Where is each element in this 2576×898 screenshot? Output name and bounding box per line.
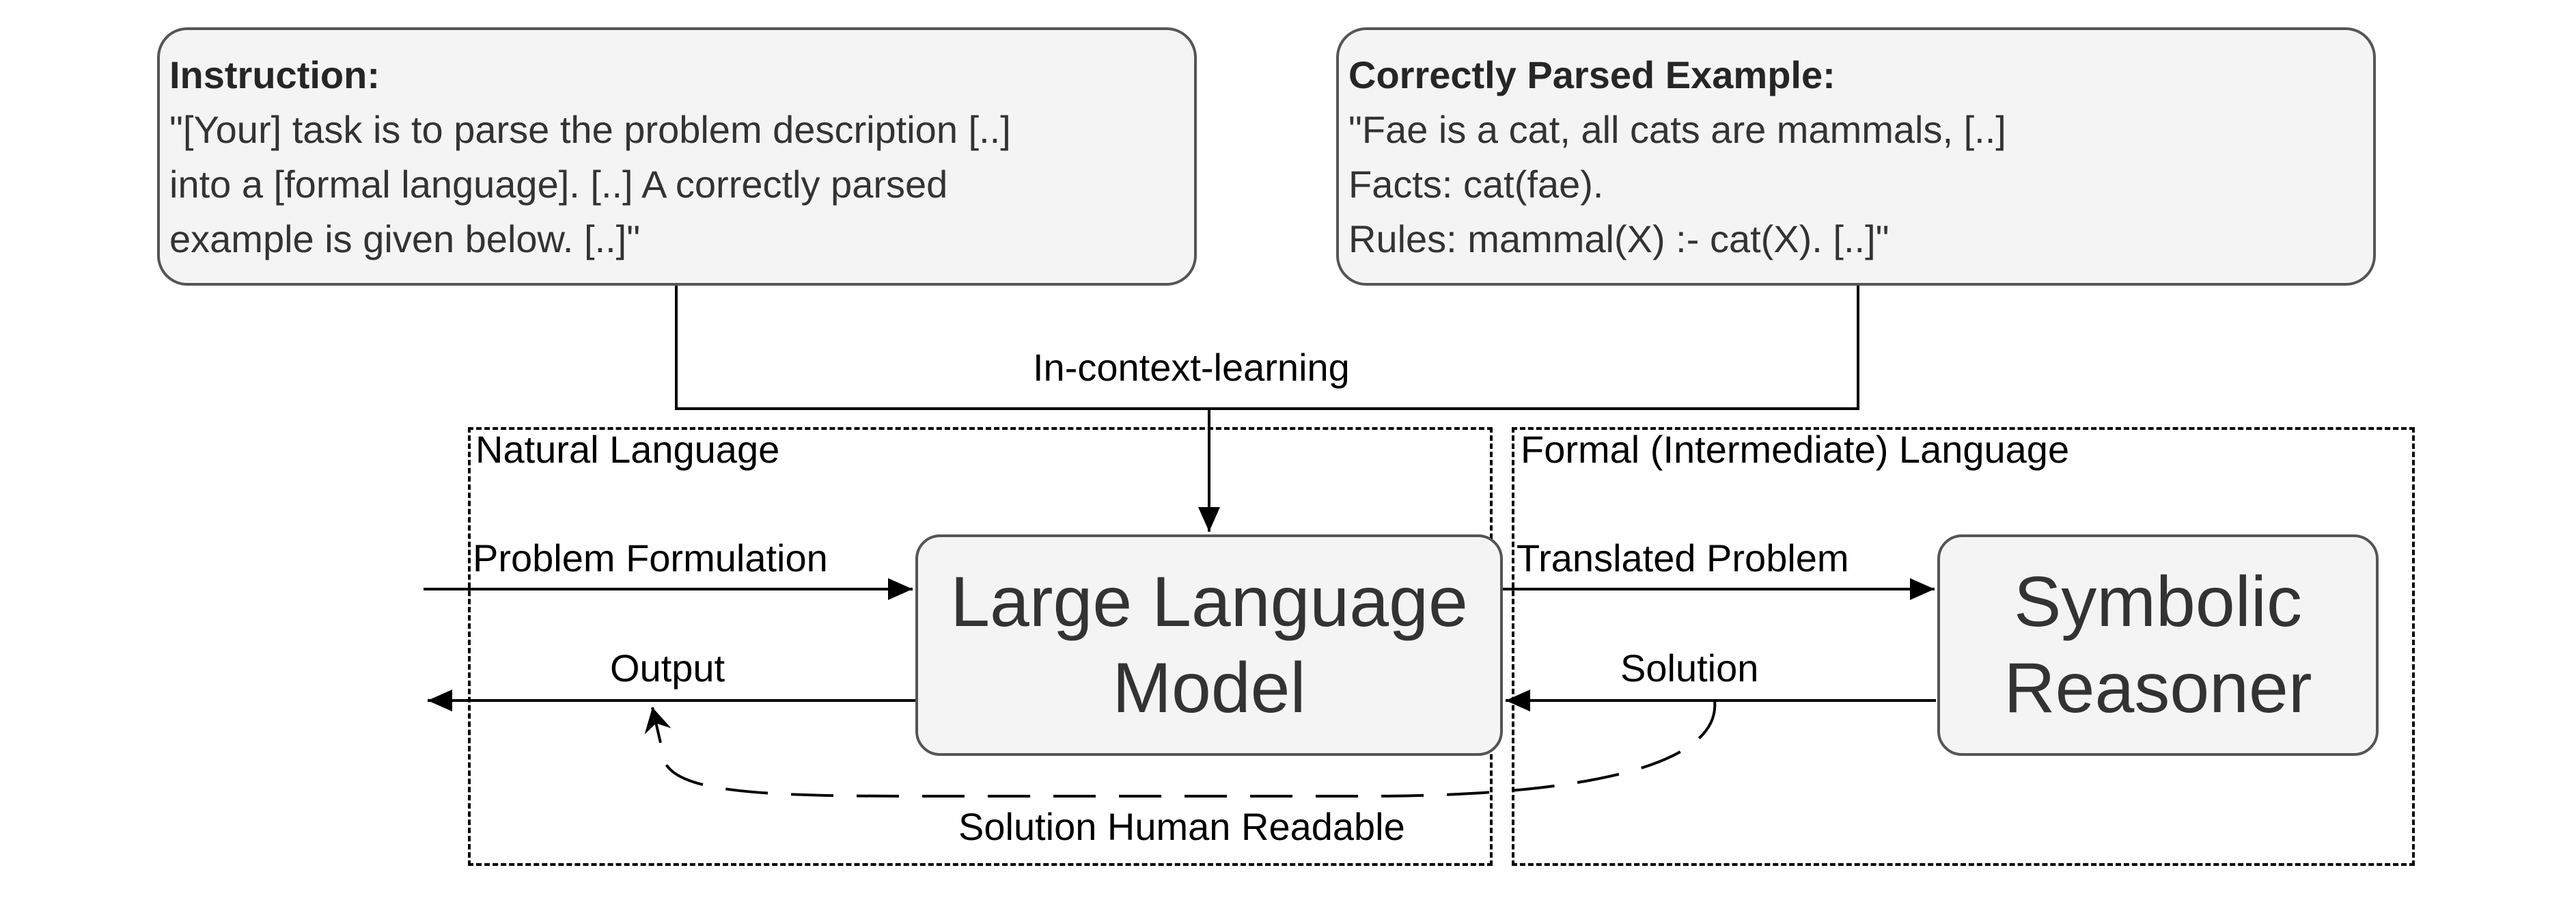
human-readable-label: Solution Human Readable [958,805,1405,848]
instruction-line-3: example is given below. [..]" [169,217,641,260]
example-line-3: Rules: mammal(X) :- cat(X). [..]" [1348,217,1889,260]
in-context-label: In-context-learning [1033,346,1350,389]
instruction-heading: Instruction: [169,53,380,96]
example-heading: Correctly Parsed Example: [1348,53,1836,96]
reasoner-label-line-1: Symbolic [2014,562,2302,642]
solution-label: Solution [1620,647,1759,690]
instruction-line-2: into a [formal language]. [..] A correct… [169,163,948,206]
example-box: Correctly Parsed Example: "Fae is a cat,… [1336,27,2376,286]
example-line-2: Facts: cat(fae). [1348,163,1604,206]
in-context-connector [675,286,1859,410]
formal-language-label: Formal (Intermediate) Language [1521,428,2070,471]
reasoner-label-line-2: Reasoner [2004,649,2312,728]
instruction-line-1: "[Your] task is to parse the problem des… [169,108,1011,151]
formal-language-region [1512,427,2415,866]
human-readable-path [644,700,1717,798]
example-line-1: "Fae is a cat, all cats are mammals, [..… [1348,108,2006,151]
natural-language-label: Natural Language [475,428,780,471]
output-label: Output [610,647,725,690]
instruction-box: Instruction: "[Your] task is to parse th… [157,27,1197,286]
problem-formulation-label: Problem Formulation [473,536,828,580]
reasoner-node: Symbolic Reasoner [1937,534,2379,756]
llm-label-line-1: Large Language [950,562,1468,642]
translated-problem-label: Translated Problem [1516,536,1849,580]
llm-node: Large Language Model [915,534,1503,756]
llm-label-line-2: Model [1112,649,1306,728]
